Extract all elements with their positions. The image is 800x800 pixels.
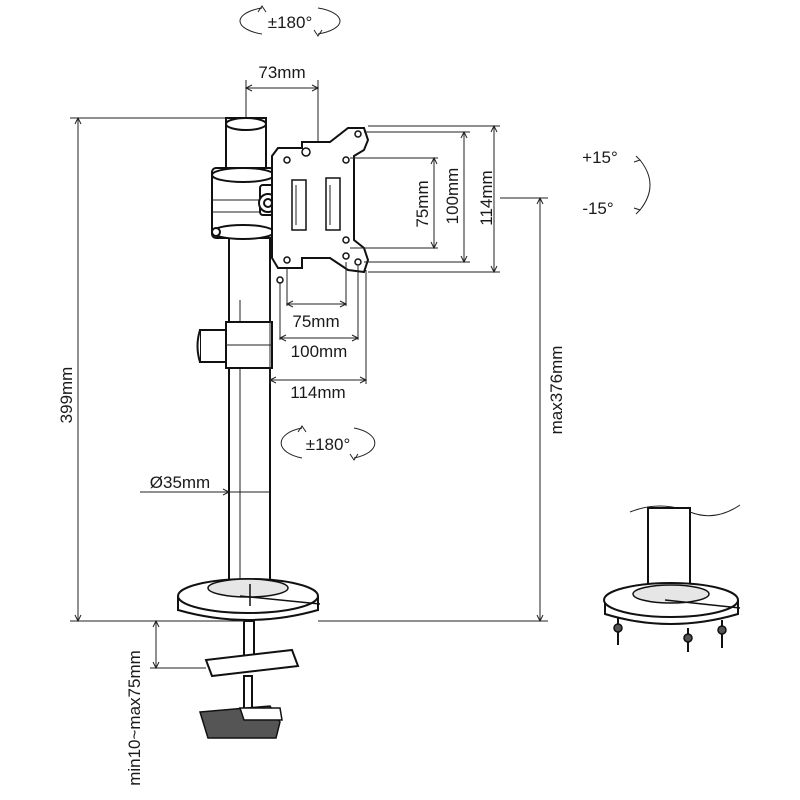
- vesa-v-75-label: 75mm: [413, 180, 432, 227]
- desk-clamp: [199, 620, 300, 739]
- offset-label: 73mm: [258, 63, 305, 82]
- vesa-plate: [271, 127, 370, 284]
- vesa-vertical-dimensions: 75mm 100mm 114mm: [350, 124, 500, 274]
- cable-clip: [196, 321, 273, 369]
- vesa-h-100-label: 100mm: [291, 342, 348, 361]
- rotate-top-label: ±180°: [268, 13, 313, 32]
- vesa-v-100-label: 100mm: [443, 168, 462, 225]
- pole: [225, 117, 271, 583]
- offset-dimension: 73mm: [244, 63, 320, 150]
- pole-diameter-label: Ø35mm: [150, 473, 210, 492]
- vesa-horizontal-dimensions: 75mm 100mm 114mm: [268, 262, 368, 402]
- pole-diameter-dimension: Ø35mm: [140, 473, 270, 496]
- pole-height-dimension: 399mm: [57, 116, 232, 623]
- desk-base: [177, 578, 321, 621]
- tilt-indicator: +15° -15°: [582, 148, 651, 218]
- max-height-dimension: max376mm: [318, 196, 566, 623]
- height-clamp: [211, 167, 275, 240]
- vesa-h-114-label: 114mm: [290, 383, 345, 402]
- max-height-label: max376mm: [547, 346, 566, 435]
- grommet-inset: [603, 504, 741, 652]
- pole-height-label: 399mm: [57, 367, 76, 424]
- tilt-down-label: -15°: [582, 199, 613, 218]
- vesa-h-75-label: 75mm: [292, 312, 339, 331]
- clamp-range-dimension: min10~max75mm: [125, 619, 244, 786]
- rotate-top-badge: ±180°: [239, 5, 341, 37]
- rotate-mid-badge: ±180°: [280, 425, 376, 461]
- clamp-range-label: min10~max75mm: [125, 650, 144, 786]
- rotate-mid-label: ±180°: [306, 435, 351, 454]
- tilt-up-label: +15°: [582, 148, 618, 167]
- vesa-v-114-label: 114mm: [477, 170, 496, 225]
